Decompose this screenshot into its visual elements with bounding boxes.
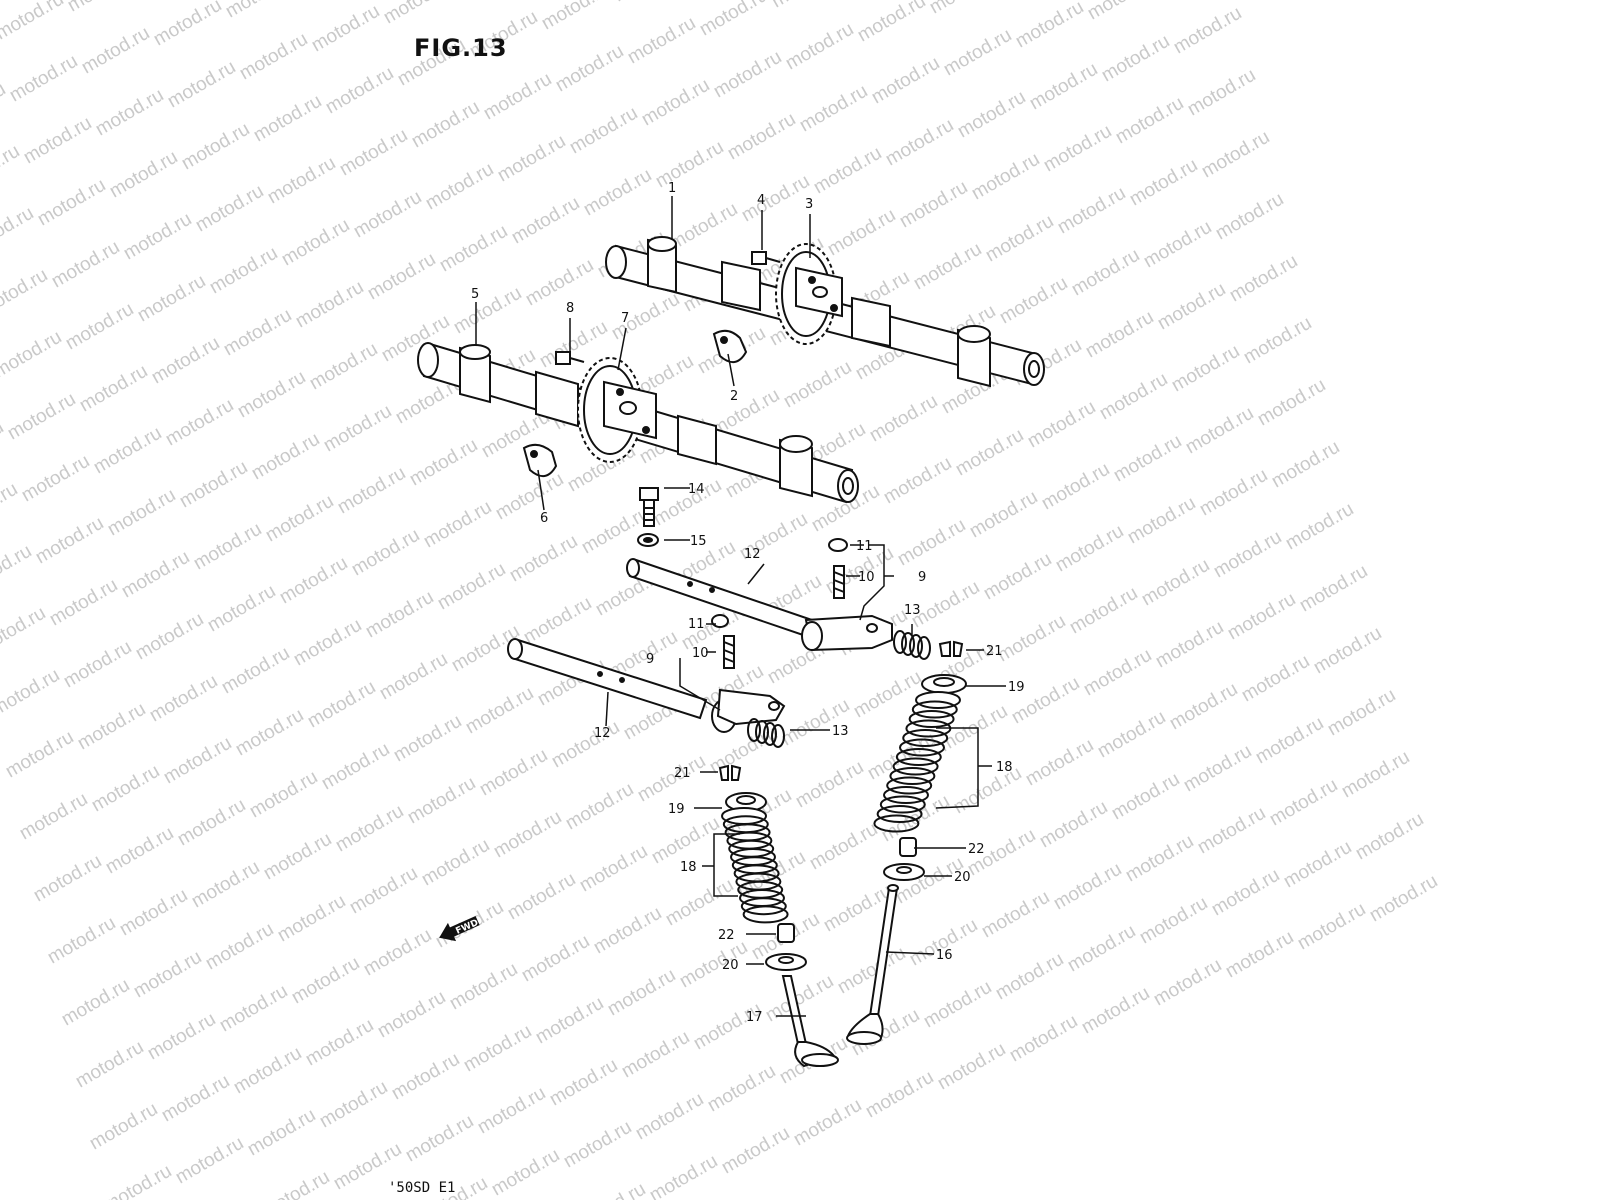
spring-seat-20-right [883,863,925,881]
spring-coil [742,905,789,924]
callout-14: 14 [688,482,705,497]
spring-coil [879,795,926,814]
cam-sprocket-upper [775,243,843,345]
rocker-arm-upper [801,614,893,652]
spring-coil [899,738,945,757]
retainer-19-right [921,674,967,694]
sprocket-bolt-upper [751,251,781,265]
callout-5: 5 [471,287,479,302]
valve-spring-18-left [721,807,789,924]
callout-11-lower: 11 [688,617,705,632]
spring-seat-20-left [765,953,807,971]
cotter-21-left [718,764,742,781]
callout-18-right: 18 [996,760,1013,775]
callout-9-upper: 9 [918,570,926,585]
callout-12-lower: 12 [594,726,611,741]
sprocket-bolt-lower [555,351,585,365]
rocker-spring-upper [893,630,931,660]
callout-9-lower: 9 [646,652,654,667]
callout-13-upper: 13 [904,603,921,618]
cam-guide-lower [522,443,558,477]
adjuster-lower [711,614,735,669]
callout-7: 7 [621,311,629,326]
washer-15 [637,533,659,547]
callout-10-upper: 10 [858,570,875,585]
cam-guide-upper [712,329,748,363]
callout-6: 6 [540,511,548,526]
callout-11-upper: 11 [856,539,873,554]
callout-12-upper: 12 [744,547,761,562]
callout-19-left: 19 [668,802,685,817]
rocker-spring-lower [747,718,785,748]
spring-coil [892,757,939,776]
cam-sprocket-lower [577,357,657,463]
callout-4: 4 [757,193,765,208]
retainer-19-left [725,792,767,812]
cotter-21-right [938,640,964,657]
valve-spring-18-right [873,691,961,833]
callout-10-lower: 10 [692,646,709,661]
callout-19-right: 19 [1008,680,1025,695]
callout-21-right: 21 [986,644,1003,659]
stem-seal-22-right [899,837,917,857]
valve-16 [846,884,899,1045]
spring-coil [911,700,958,719]
spring-coil [908,710,955,728]
footer-code: '50SD E1 [388,1180,456,1196]
fwd-label: FWD [454,918,480,937]
leader-lines [475,196,1006,1017]
callout-16: 16 [936,948,953,963]
bolt-14 [639,487,659,527]
stem-seal-22-left [777,923,795,943]
callout-8: 8 [566,301,574,316]
callout-3: 3 [805,197,813,212]
callout-17: 17 [746,1010,763,1025]
rocker-arm-lower [716,688,786,726]
spring-coil [740,897,787,916]
callout-15: 15 [690,534,707,549]
callout-labels: 1 4 3 5 8 7 2 6 14 15 12 11 10 9 13 11 1… [471,181,1025,1025]
figure-title: FIG.13 [414,34,508,62]
spring-coil [876,805,923,823]
callout-2: 2 [730,389,738,404]
callout-22-right: 22 [968,842,985,857]
spring-coil [902,729,949,747]
spring-coil [895,748,942,766]
callout-20-right: 20 [954,870,971,885]
adjuster-upper [828,538,848,599]
callout-13-lower: 13 [832,724,849,739]
spring-coil [886,776,933,795]
callout-20-left: 20 [722,958,739,973]
spring-coil [883,786,929,804]
callout-22-left: 22 [718,928,735,943]
spring-coil [873,814,920,833]
callout-18-left: 18 [680,860,697,875]
callout-1: 1 [668,181,676,196]
callout-21-left: 21 [674,766,691,781]
spring-coil [889,767,936,785]
fwd-arrow-icon: FWD [439,916,480,942]
valve-17 [781,975,839,1068]
